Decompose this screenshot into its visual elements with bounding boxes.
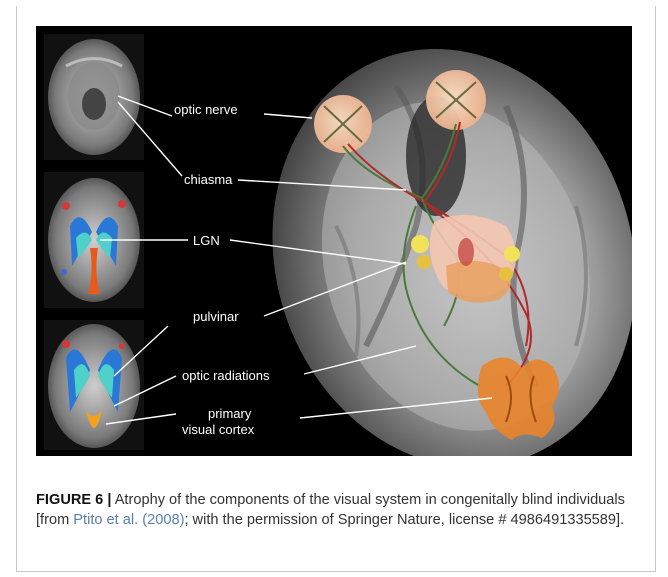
scan-axial-1 [44,34,144,160]
brain-figure: optic nerve chiasma LGN pulvinar optic r… [36,26,632,456]
label-lgn: LGN [193,233,220,248]
label-visual-cortex: visual cortex [182,422,254,437]
scan-axial-3 [44,320,144,450]
label-chiasma: chiasma [184,172,232,187]
caption-text-2: ; with the permission of Springer Nature… [184,512,624,528]
label-pulvinar: pulvinar [193,309,239,324]
label-primary: primary [208,406,251,421]
figure-caption: FIGURE 6 | Atrophy of the components of … [36,490,636,530]
eye-left [314,95,372,153]
label-optic-nerve: optic nerve [174,102,238,117]
label-optic-radiations: optic radiations [182,368,269,383]
figure-number: FIGURE 6 | [36,492,111,508]
eye-right [426,70,486,130]
reference-link[interactable]: Ptito et al. (2008) [73,512,184,528]
brain-illustration [36,26,632,456]
